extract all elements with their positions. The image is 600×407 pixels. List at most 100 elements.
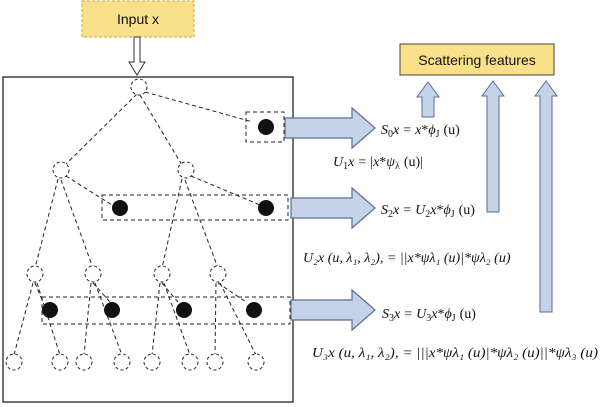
eq-sub: J: [451, 209, 455, 220]
s2-equation: S2x=U2x*ϕJ(u): [381, 203, 475, 220]
edge: [83, 282, 92, 356]
output-node: Scattering features: [399, 43, 555, 76]
eq-term: S: [382, 307, 389, 322]
eq-sub: J: [452, 313, 456, 324]
node-l3: [51, 353, 69, 371]
input-node: Input x: [81, 0, 195, 38]
tree-nodes: [5, 78, 265, 371]
node-l3: [75, 353, 93, 371]
scattering-tree-frame: [2, 76, 294, 403]
input-label: Input x: [117, 11, 159, 27]
node-l2: [209, 265, 227, 283]
eq-term: S: [381, 203, 388, 218]
eq-term: S: [381, 123, 388, 138]
eq-op: *: [379, 155, 386, 170]
edge: [94, 282, 123, 356]
edge: [65, 175, 113, 206]
eq-term: U: [416, 307, 427, 322]
s0-output-node: [258, 119, 274, 135]
edge: [219, 282, 257, 356]
edge: [163, 282, 191, 356]
eq-sub: λ: [395, 161, 400, 172]
eq-sub: 3: [389, 313, 394, 324]
eq-term: (u): [459, 203, 476, 218]
edge: [13, 282, 34, 356]
s2-arrow: [290, 186, 376, 230]
node-l3: [206, 353, 224, 371]
eq-sub: J: [436, 129, 440, 140]
node-l3: [247, 353, 265, 371]
edge: [184, 179, 219, 269]
root-node: [130, 78, 148, 96]
eq-term: x: [347, 155, 355, 170]
s0-arrow: [284, 106, 376, 150]
s3-feature-arrow: [534, 80, 558, 313]
input-arrow: [128, 36, 146, 76]
eq-sub: 2: [388, 209, 393, 220]
s0-feature-arrow: [416, 81, 440, 118]
eq-term: ϕ: [443, 203, 450, 218]
u2-equation: U₂x (u, λ₁, λ₂), = ||x*ψλ₁ (u)|*ψλ₂ (u): [303, 251, 511, 266]
node-l3: [5, 353, 23, 371]
u3-equation: U₃x (u, λ₁, λ₂), = |||x*ψλ₁ (u)|*ψλ₂ (u)…: [312, 346, 598, 361]
output-nodes: [42, 119, 274, 318]
eq-term: x: [372, 155, 380, 170]
s3-output-node: [176, 302, 192, 318]
s0-equation: S0x=x*ϕJ(u): [381, 123, 460, 140]
s3-selection-box: [41, 296, 291, 325]
node-l3: [181, 353, 199, 371]
edge: [190, 175, 261, 206]
scattering-features-label: Scattering features: [418, 52, 536, 68]
eq-term: ϕ: [444, 307, 451, 322]
s3-output-node: [246, 302, 262, 318]
eq-term: x: [429, 203, 437, 218]
node-l3: [113, 353, 131, 371]
eq-op: *: [421, 123, 428, 138]
node-l1: [177, 161, 195, 179]
edge: [214, 282, 217, 356]
eq-sub: 0: [388, 129, 393, 140]
eq-sub: 1: [343, 161, 348, 172]
eq-term: (u): [460, 307, 477, 322]
eq-op: *: [436, 203, 443, 218]
eq-op: =: [403, 123, 411, 138]
eq-sub: 2: [425, 209, 430, 220]
eq-sub: 3: [426, 313, 431, 324]
eq-term: (u): [444, 123, 461, 138]
edge: [161, 178, 183, 269]
edge: [151, 282, 161, 356]
s2-output-node: [112, 200, 128, 216]
edge: [139, 94, 183, 166]
node-l1: [52, 161, 70, 179]
eq-term: ψ: [386, 155, 395, 170]
s0-selection-box: [245, 111, 285, 143]
eq-op: =: [358, 155, 366, 170]
eq-op: *: [437, 307, 444, 322]
s3-equation: S3x=U3x*ϕJ(u): [382, 307, 476, 324]
eq-term: x: [392, 203, 400, 218]
edge: [92, 282, 111, 303]
eq-term: ϕ: [428, 123, 435, 138]
node-l3: [143, 353, 161, 371]
eq-op: |: [370, 155, 373, 170]
s2-feature-arrow: [481, 80, 505, 213]
node-l2: [84, 265, 102, 283]
u1-equation: U1x=|x*ψλ(u)|: [333, 155, 423, 172]
edge: [217, 282, 247, 303]
edge: [60, 179, 94, 269]
edge: [36, 282, 61, 356]
s2-output-node: [258, 200, 274, 216]
edge: [63, 93, 138, 167]
eq-term: x: [430, 307, 438, 322]
eq-term: (u): [404, 155, 421, 170]
s3-output-node: [42, 302, 58, 318]
edge: [34, 178, 59, 269]
eq-term: x: [414, 123, 422, 138]
tree-edges: [13, 91, 261, 356]
edge: [144, 91, 254, 123]
eq-op: =: [404, 307, 412, 322]
s2-selection-box: [101, 194, 289, 221]
eq-term: U: [415, 203, 426, 218]
eq-term: x: [393, 307, 401, 322]
